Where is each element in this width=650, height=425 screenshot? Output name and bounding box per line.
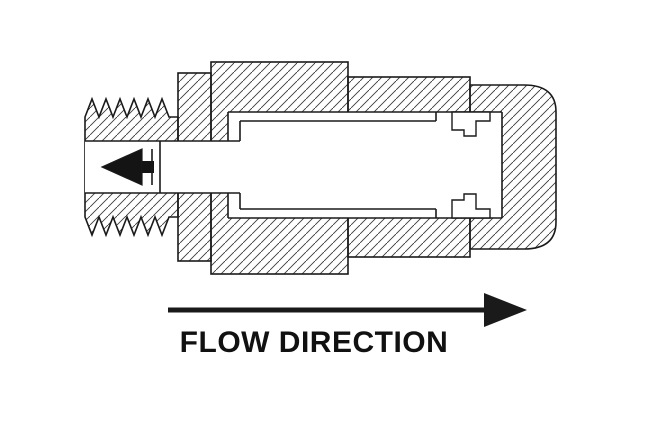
poppet-seat-lines (151, 141, 161, 193)
collet-barb-bottom (451, 193, 491, 219)
poppet (100, 148, 154, 186)
arrow-head-icon (484, 293, 527, 327)
collet-barb-top (451, 111, 491, 137)
bore-tube-outline (85, 111, 503, 219)
flow-direction-label: FLOW DIRECTION (179, 326, 449, 359)
poppet-stem (142, 161, 154, 173)
flow-arrow (168, 293, 527, 327)
